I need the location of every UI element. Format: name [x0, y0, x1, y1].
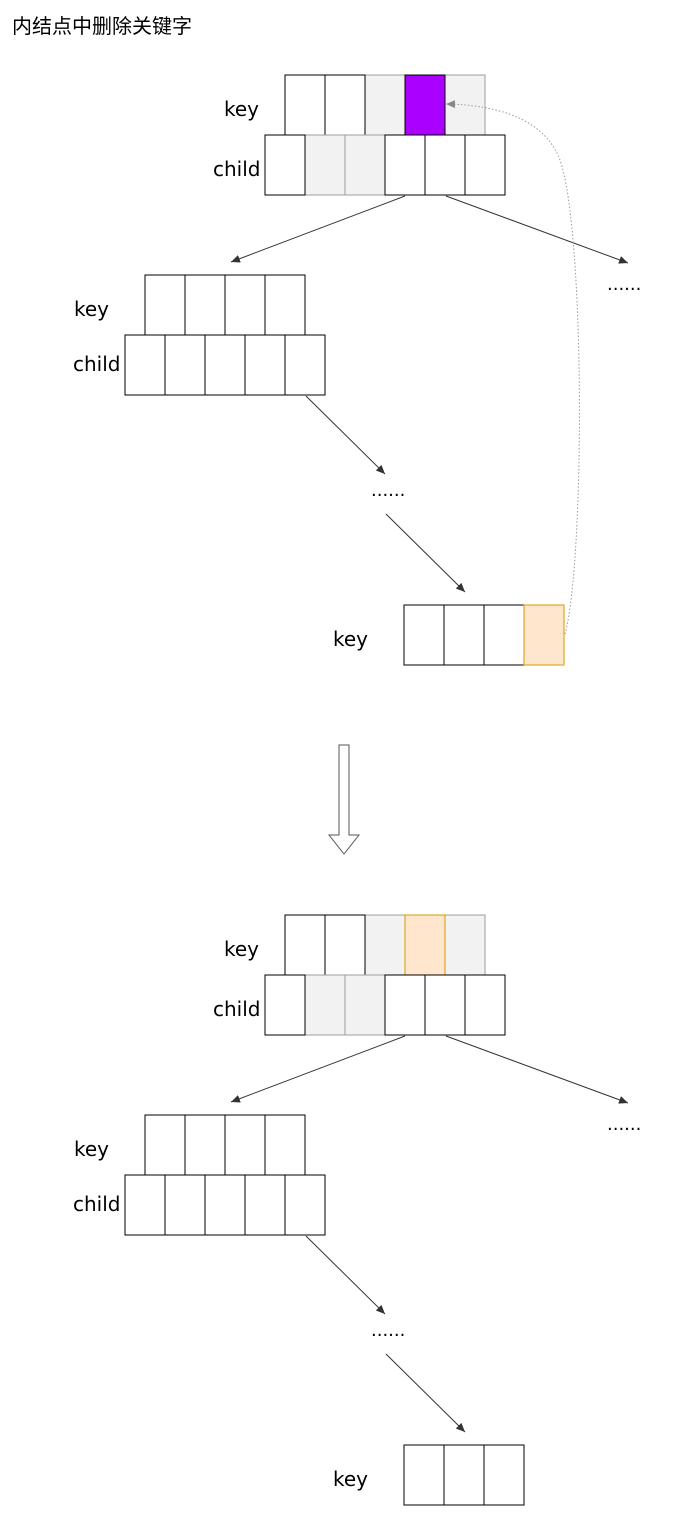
cell: [204, 334, 246, 396]
root-child-row: [264, 134, 506, 196]
arrow-root-to-right-child: [445, 195, 629, 264]
cell: [264, 134, 306, 196]
arrow-left-child-down: [305, 395, 386, 475]
cell: [403, 1444, 445, 1506]
cell: [144, 1114, 186, 1176]
root-child-row: [264, 974, 506, 1036]
cell: [443, 1444, 485, 1506]
replace-key-dotted-arrow: [445, 100, 580, 635]
left-child-child-row: [124, 1174, 326, 1236]
right-child-ellipsis: ......: [607, 1114, 641, 1135]
cell: [244, 334, 286, 396]
cell: [384, 974, 426, 1036]
arrow-to-leaf: [385, 1353, 466, 1433]
cell-inactive: [364, 914, 406, 976]
arrow-to-leaf: [385, 513, 466, 593]
left-child-child-label: child: [73, 1192, 120, 1216]
arrow-left-child-down: [305, 1235, 386, 1315]
cell: [264, 1114, 306, 1176]
leaf-key-row: [403, 604, 565, 666]
cell-inactive: [444, 914, 486, 976]
diagram-title: 内结点中删除关键字: [12, 14, 192, 38]
leaf-key-label: key: [333, 1467, 368, 1491]
arrow-root-to-right-child: [445, 1035, 629, 1104]
cell: [424, 134, 466, 196]
before-panel: key child ...... key child ...... key: [73, 74, 641, 666]
cell: [464, 134, 506, 196]
cell-inactive: [344, 974, 386, 1036]
cell: [483, 1444, 525, 1506]
cell: [124, 334, 166, 396]
cell-predecessor-key: [404, 914, 446, 976]
cell-deleted-key: [404, 74, 446, 136]
arrow-root-to-left-child: [230, 1035, 406, 1103]
left-child-child-row: [124, 334, 326, 396]
leaf-key-label: key: [333, 627, 368, 651]
cell: [204, 1174, 246, 1236]
cell: [164, 1174, 206, 1236]
left-child-key-row: [144, 1114, 306, 1176]
cell: [124, 1174, 166, 1236]
cell: [284, 1174, 326, 1236]
root-key-label: key: [224, 97, 259, 121]
cell: [424, 974, 466, 1036]
left-child-key-label: key: [74, 297, 109, 321]
cell: [324, 914, 366, 976]
cell: [324, 74, 366, 136]
cell: [443, 604, 485, 666]
cell-inactive: [364, 74, 406, 136]
root-child-label: child: [213, 997, 260, 1021]
root-child-label: child: [213, 157, 260, 181]
cell-inactive: [344, 134, 386, 196]
cell: [264, 974, 306, 1036]
cell: [184, 274, 226, 336]
cell: [464, 974, 506, 1036]
left-child-key-row: [144, 274, 306, 336]
root-key-label: key: [224, 937, 259, 961]
cell-inactive: [304, 974, 346, 1036]
left-child-key-label: key: [74, 1137, 109, 1161]
cell-predecessor-key: [523, 604, 565, 666]
cell: [483, 604, 525, 666]
root-key-row: [284, 74, 486, 136]
cell: [164, 334, 206, 396]
cell: [264, 274, 306, 336]
after-panel: key child ...... key child ...... key: [73, 914, 641, 1506]
leaf-key-row: [403, 1444, 525, 1506]
middle-ellipsis: ......: [371, 480, 405, 501]
cell: [244, 1174, 286, 1236]
left-child-child-label: child: [73, 352, 120, 376]
cell: [224, 1114, 266, 1176]
right-child-ellipsis: ......: [607, 274, 641, 295]
cell: [224, 274, 266, 336]
cell: [144, 274, 186, 336]
cell: [284, 74, 326, 136]
middle-ellipsis: ......: [371, 1320, 405, 1341]
cell: [184, 1114, 226, 1176]
root-key-row: [284, 914, 486, 976]
cell: [403, 604, 445, 666]
cell: [384, 134, 426, 196]
cell: [284, 334, 326, 396]
arrow-root-to-left-child: [230, 195, 406, 263]
cell: [284, 914, 326, 976]
transition-down-arrow: [327, 744, 361, 855]
cell-inactive: [304, 134, 346, 196]
